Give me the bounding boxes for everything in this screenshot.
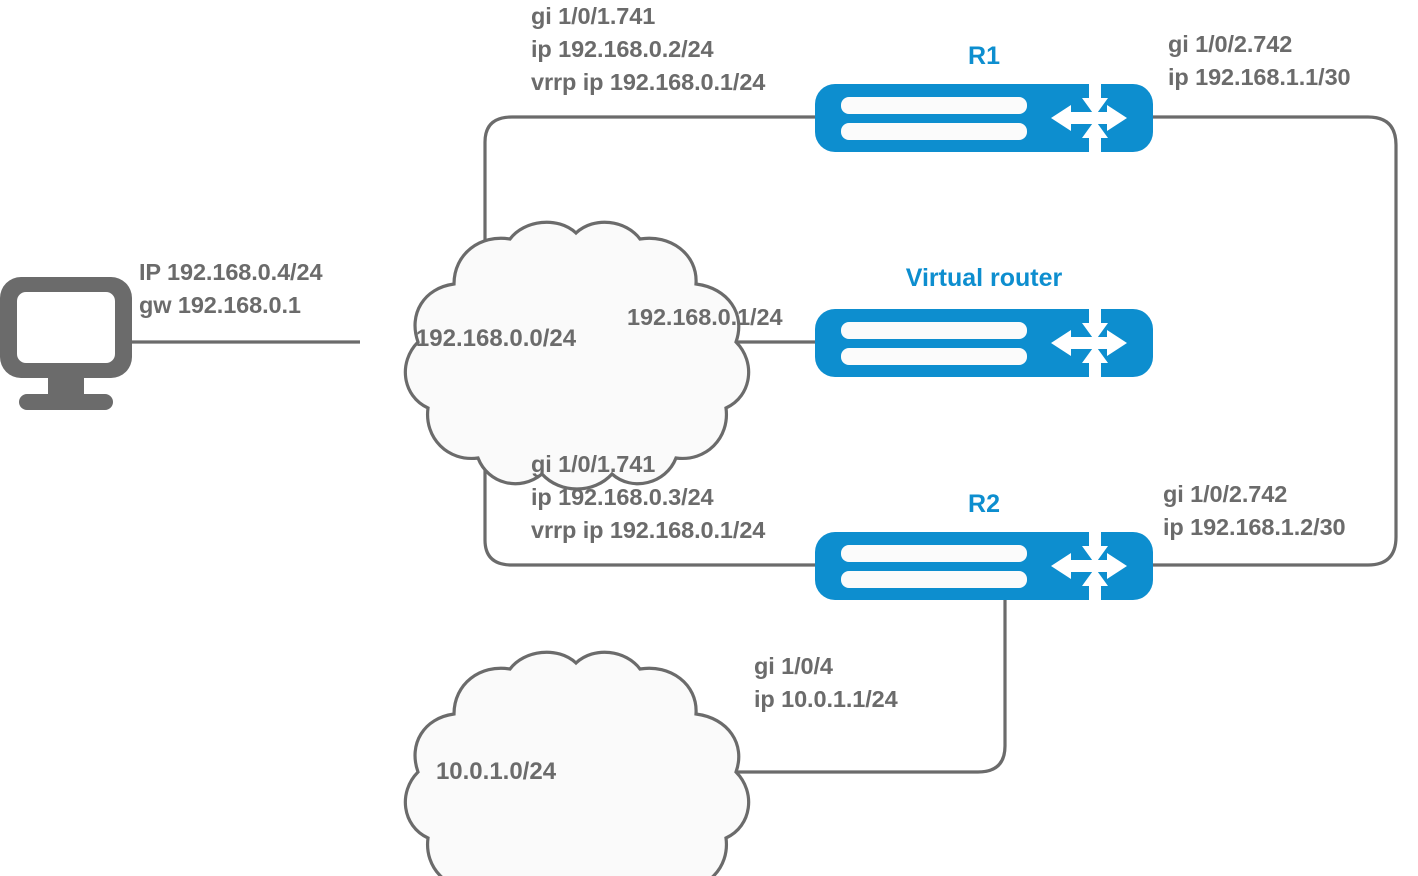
router-virtual-icon[interactable]: [815, 299, 1153, 387]
r2-right-label-line2: ip 192.168.1.2/30: [1163, 514, 1346, 540]
host-label-gw: gw 192.168.0.1: [139, 292, 301, 318]
router-r2-icon[interactable]: [815, 522, 1153, 610]
cloud-remote-label: 10.0.1.0/24: [435, 758, 557, 785]
virtual-left-label-line1: 192.168.0.1/24: [627, 304, 783, 330]
router-r1-icon[interactable]: [815, 74, 1153, 162]
link-r2-to-remote-cloud: [580, 592, 1007, 774]
link-lan-cloud-to-r2: [483, 420, 828, 567]
r1-right-label-line1: gi 1/0/2.742: [1168, 31, 1293, 57]
monitor-icon: [0, 277, 132, 410]
r2-left-label-line3: vrrp ip 192.168.0.1/24: [531, 517, 766, 543]
router-r1-name: R1: [968, 42, 1000, 70]
r2-left-label-line1: gi 1/0/1.741: [531, 451, 656, 477]
r2-bottom-label-line1: gi 1/0/4: [754, 653, 833, 679]
r1-left-label-line1: gi 1/0/1.741: [531, 3, 656, 29]
r1-left-label-line2: ip 192.168.0.2/24: [531, 36, 714, 62]
r2-bottom-label-line2: ip 10.0.1.1/24: [754, 686, 898, 712]
r2-right-label-line1: gi 1/0/2.742: [1163, 481, 1288, 507]
r1-right-label-line2: ip 192.168.1.1/30: [1168, 64, 1351, 90]
r1-left-label-line3: vrrp ip 192.168.0.1/24: [531, 69, 766, 95]
cloud-lan-label: 192.168.0.0/24: [415, 325, 577, 352]
r2-left-label-line2: ip 192.168.0.3/24: [531, 484, 714, 510]
router-r2-name: R2: [968, 490, 1000, 518]
router-virtual-name: Virtual router: [905, 264, 1063, 292]
host-label-ip: IP 192.168.0.4/24: [139, 259, 323, 285]
link-r1-to-r2: [1146, 115, 1398, 567]
link-lan-cloud-to-r1: [483, 115, 828, 262]
